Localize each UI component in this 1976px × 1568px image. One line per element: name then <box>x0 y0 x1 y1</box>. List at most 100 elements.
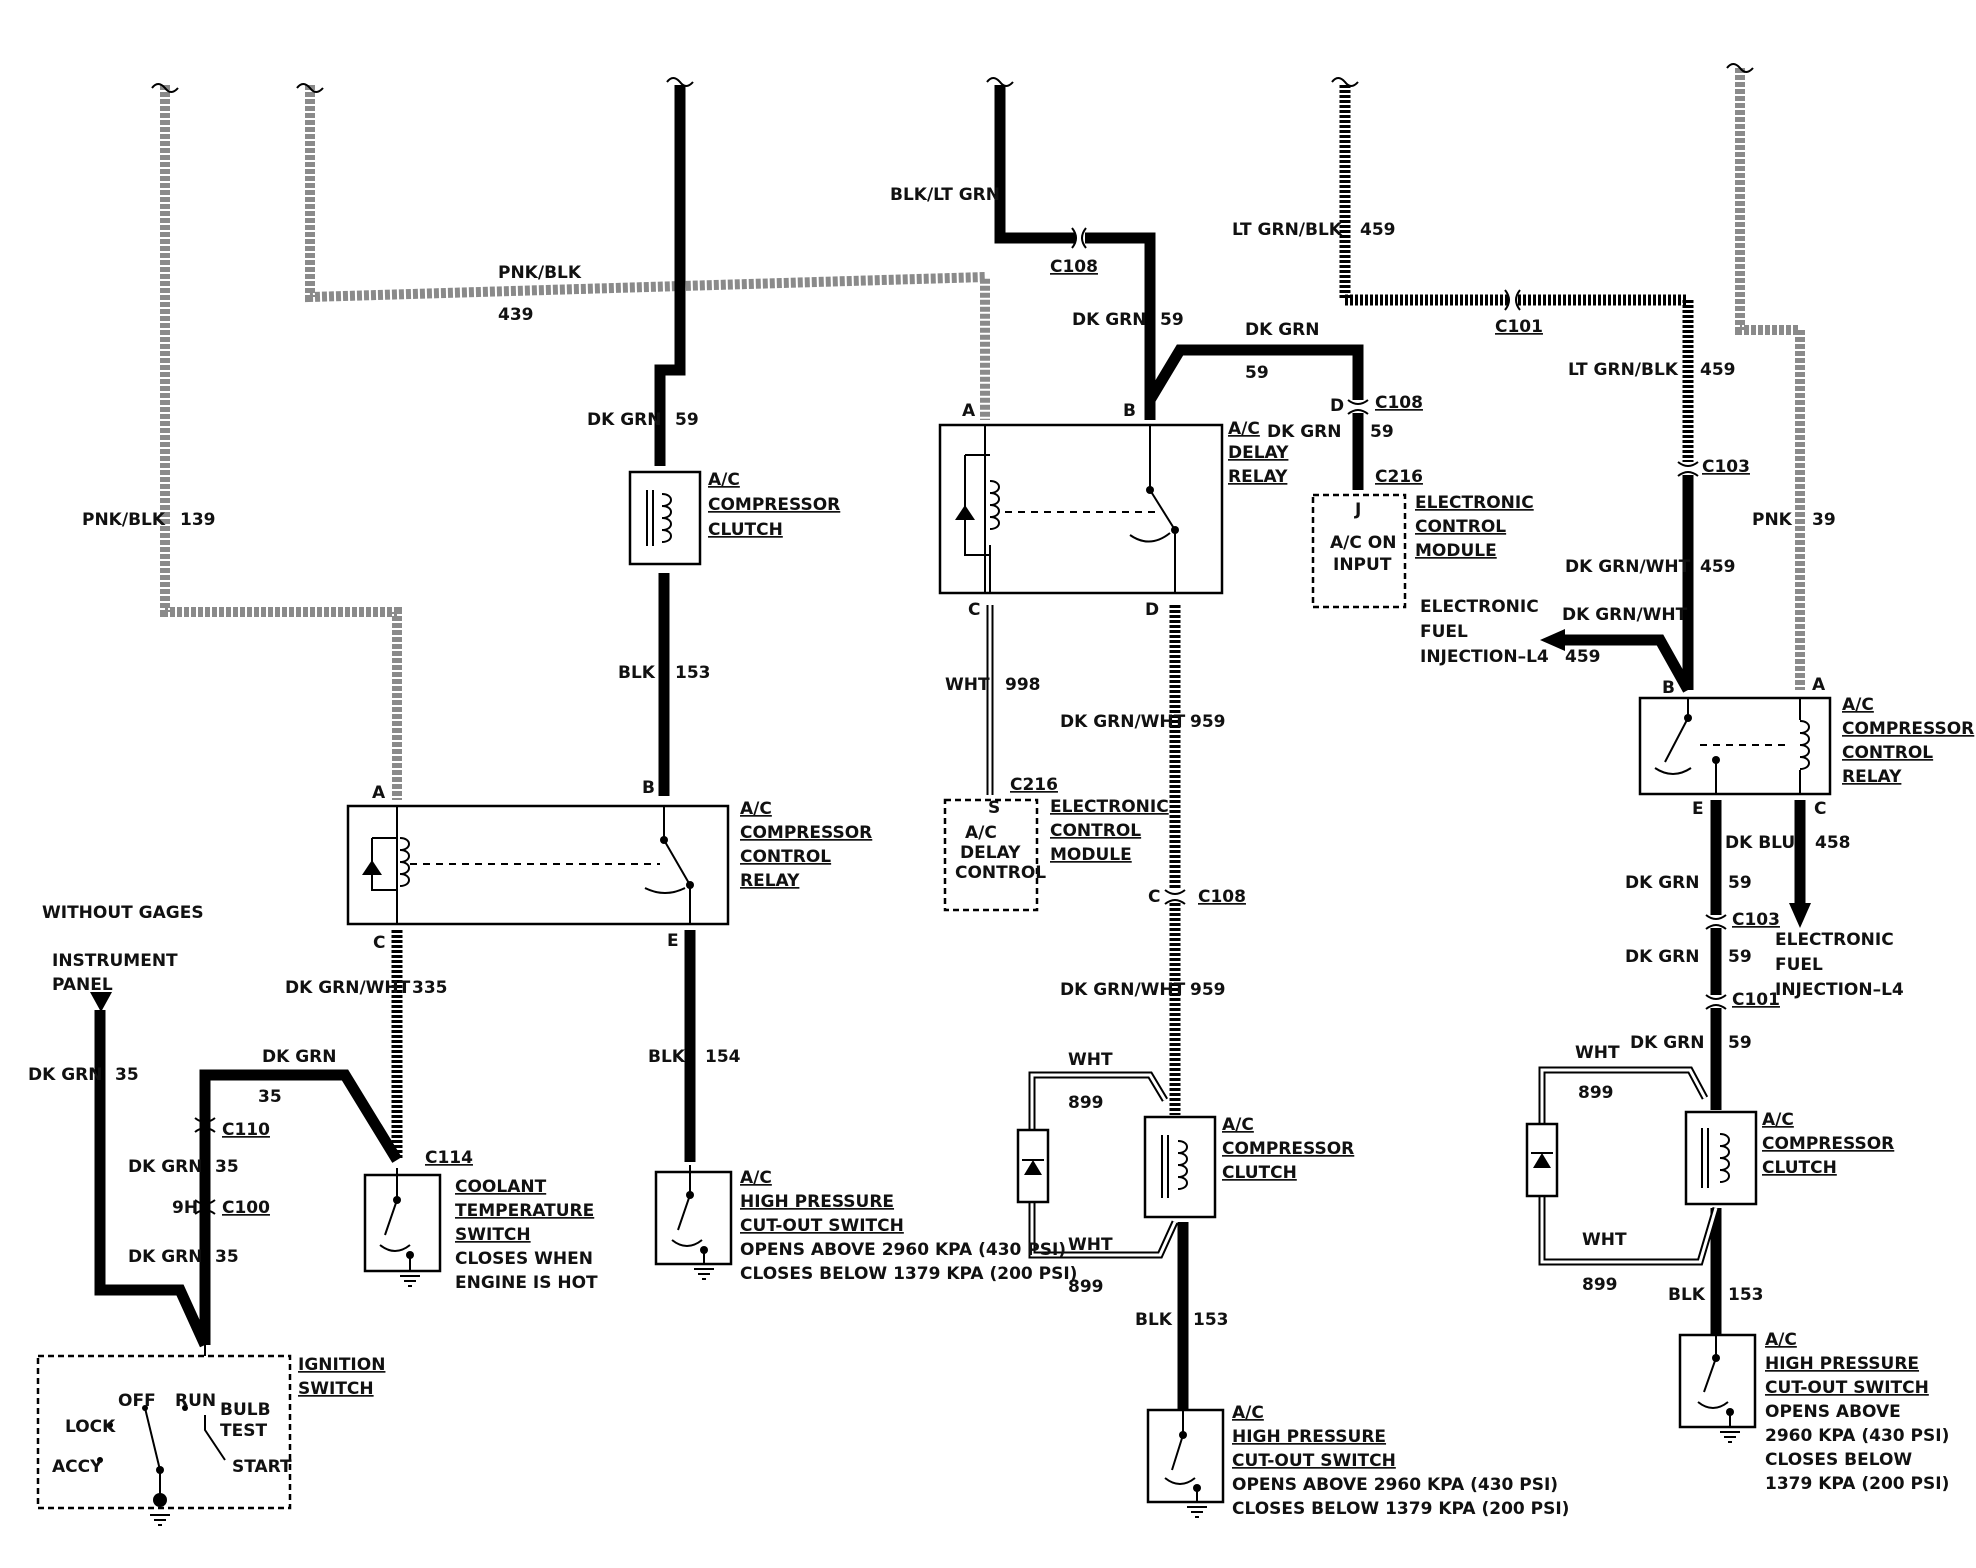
connector-c103: C103 <box>1732 910 1780 930</box>
label-ac: A/C <box>1762 1110 1794 1130</box>
ecm-ac-on-input <box>1311 493 1407 609</box>
ac-high-pressure-switch-center <box>1146 1408 1225 1518</box>
label-335: 335 <box>412 978 448 998</box>
connector-c108: C108 <box>1198 887 1246 907</box>
label-lt-grn-blk: LT GRN/BLK <box>1568 360 1679 380</box>
label-clutch: CLUTCH <box>1222 1163 1297 1183</box>
wire-dk-grn-wht-459-efi <box>1562 634 1693 693</box>
label-wht: WHT <box>1068 1235 1113 1255</box>
label-39: 39 <box>1812 510 1836 530</box>
label-blk: BLK <box>1668 1285 1706 1305</box>
label-coolant: COOLANT <box>455 1177 547 1197</box>
label-899: 899 <box>1578 1083 1614 1103</box>
label-pnk-blk: PNK/BLK <box>82 510 166 530</box>
label-59: 59 <box>1245 363 1269 383</box>
label-compressor: COMPRESSOR <box>1842 719 1974 739</box>
label-pnk: PNK <box>1752 510 1793 530</box>
instrument-panel-arrow <box>90 992 112 1012</box>
label-dk-grn: DK GRN <box>128 1157 202 1177</box>
connector-c108: C108 <box>1050 257 1098 277</box>
label-injection: INJECTION–L4 <box>1420 647 1549 667</box>
pin-c: C <box>373 933 385 953</box>
label-35: 35 <box>215 1247 239 1267</box>
label-dk-grn: DK GRN <box>128 1247 202 1267</box>
label-dk-grn: DK GRN <box>1072 310 1146 330</box>
label-blk-lt-grn: BLK/LT GRN <box>890 185 1000 205</box>
pin-d: D <box>1330 396 1344 416</box>
ac-compressor-control-relay-left <box>346 804 730 926</box>
label-compressor: COMPRESSOR <box>708 495 840 515</box>
pin-b: B <box>642 778 655 798</box>
pin-a: A <box>1812 675 1826 695</box>
label-control: CONTROL <box>1050 821 1141 841</box>
label-lt-grn-blk: LT GRN/BLK <box>1232 220 1343 240</box>
label-relay: RELAY <box>1228 467 1288 487</box>
label-154: 154 <box>705 1047 741 1067</box>
label-ac: A/C <box>740 1168 772 1188</box>
label-dk-grn: DK GRN <box>28 1065 102 1085</box>
label-delay: DELAY <box>960 843 1021 863</box>
connector-symbols <box>194 227 1727 1215</box>
label-959: 959 <box>1190 712 1226 732</box>
label-1379: 1379 KPA (200 PSI) <box>1765 1474 1949 1494</box>
wire-lt-grn-blk-459-b <box>1518 294 1694 462</box>
label-ac: A/C <box>1765 1330 1797 1350</box>
label-temperature: TEMPERATURE <box>455 1201 594 1221</box>
connector-c114: C114 <box>425 1148 473 1168</box>
label-run: RUN <box>175 1391 216 1411</box>
label-module: MODULE <box>1050 845 1132 865</box>
label-cutout-switch: CUT-OUT SWITCH <box>1765 1378 1929 1398</box>
label-control: CONTROL <box>1842 743 1933 763</box>
label-459: 459 <box>1700 360 1736 380</box>
wire-blk-lt-grn <box>994 85 1075 244</box>
label-injection: INJECTION–L4 <box>1775 980 1904 1000</box>
label-dk-grn: DK GRN <box>1630 1033 1704 1053</box>
wire-layer <box>94 68 1811 1415</box>
pin-e: E <box>667 931 679 951</box>
label-459: 459 <box>1360 220 1396 240</box>
connector-c216: C216 <box>1010 775 1058 795</box>
wire-dk-grn-59-left <box>654 85 686 466</box>
label-closes-below: CLOSES BELOW 1379 KPA (200 PSI) <box>1232 1499 1569 1519</box>
label-35: 35 <box>115 1065 139 1085</box>
label-high-pressure: HIGH PRESSURE <box>740 1192 894 1212</box>
label-blk: BLK <box>1135 1310 1173 1330</box>
label-35: 35 <box>215 1157 239 1177</box>
connector-c101: C101 <box>1495 317 1543 337</box>
label-wht: WHT <box>1575 1043 1620 1063</box>
connector-c101: C101 <box>1732 990 1780 1010</box>
label-458: 458 <box>1815 833 1851 853</box>
ecm-ac-delay-control <box>943 798 1039 912</box>
label-ac: A/C <box>740 799 772 819</box>
pin-c: C <box>1814 799 1826 819</box>
label-fuel: FUEL <box>1775 955 1823 975</box>
wire-dk-grn-59-center <box>1085 232 1156 420</box>
label-dk-grn: DK GRN <box>587 410 661 430</box>
label-clutch: CLUTCH <box>708 520 783 540</box>
ac-high-pressure-switch-left <box>654 1165 733 1280</box>
label-control: CONTROL <box>955 863 1046 883</box>
label-dk-grn: DK GRN <box>1267 422 1341 442</box>
pin-j: J <box>1354 500 1361 520</box>
label-without-gages: WITHOUT GAGES <box>42 903 204 923</box>
label-start: START <box>232 1457 292 1477</box>
label-engine-hot: ENGINE IS HOT <box>455 1273 598 1293</box>
label-59: 59 <box>1370 422 1394 442</box>
label-compressor: COMPRESSOR <box>1762 1134 1894 1154</box>
label-lock: LOCK <box>65 1417 116 1437</box>
pin-s: S <box>988 798 1000 818</box>
label-compressor: COMPRESSOR <box>740 823 872 843</box>
ac-compressor-control-relay-right <box>1638 696 1832 796</box>
label-dk-grn-wht: DK GRN/WHT <box>1060 980 1186 1000</box>
label-electronic: ELECTRONIC <box>1775 930 1894 950</box>
label-59: 59 <box>1728 947 1752 967</box>
ac-compressor-clutch-left <box>628 470 702 566</box>
label-ac: A/C <box>708 470 740 490</box>
wire-dk-grn-59-ecm <box>1145 344 1364 403</box>
label-panel: PANEL <box>52 975 113 995</box>
label-delay: DELAY <box>1228 443 1289 463</box>
label-bulb: BULB <box>220 1400 271 1420</box>
label-closes-when: CLOSES WHEN <box>455 1249 593 1269</box>
label-instrument: INSTRUMENT <box>52 951 178 971</box>
